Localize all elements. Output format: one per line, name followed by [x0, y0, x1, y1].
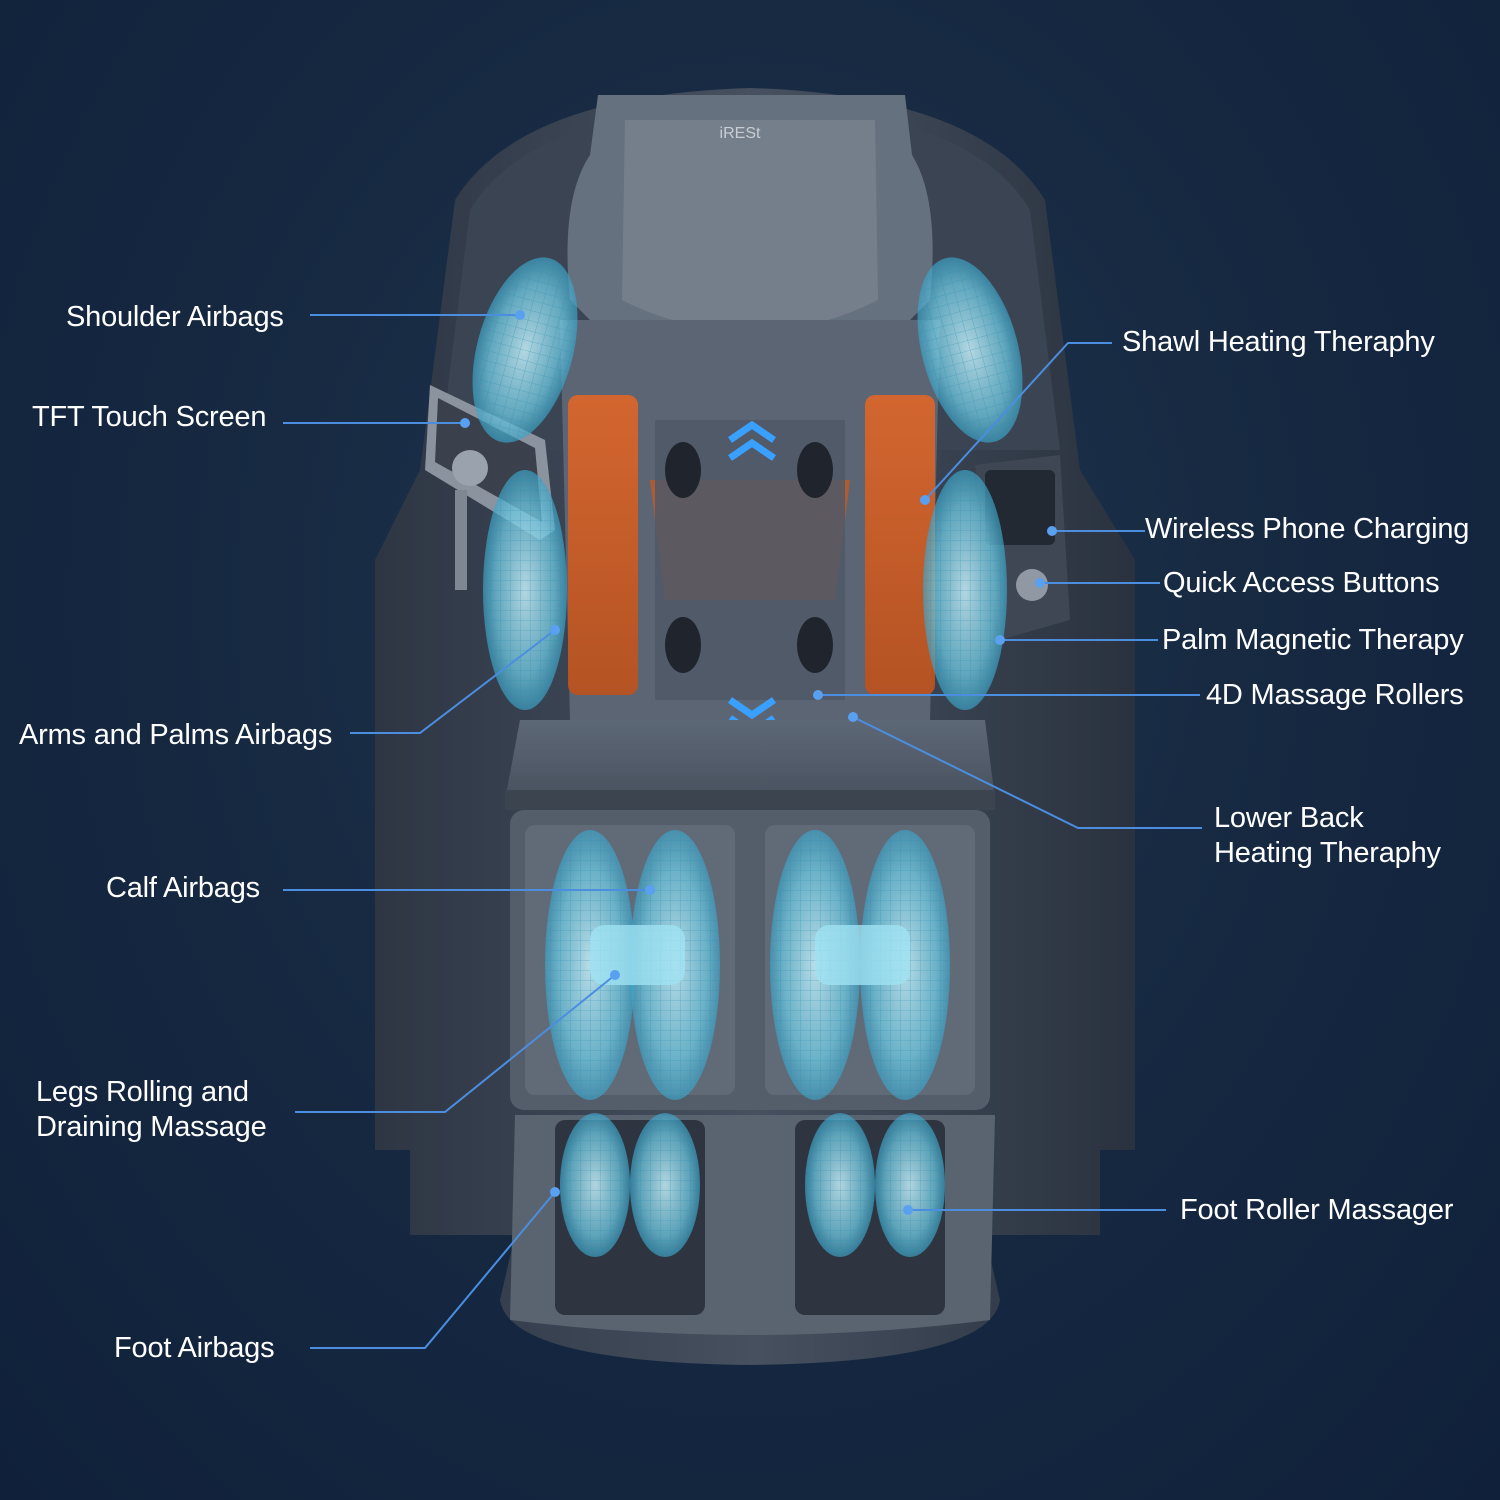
leader-shawl	[924, 342, 1112, 501]
wireless-charging-pad	[985, 470, 1055, 545]
heat-strip-right	[865, 395, 935, 695]
massage-rollers	[655, 420, 845, 738]
leg-roller-right	[815, 925, 910, 985]
label-tft-touch-screen: TFT Touch Screen	[32, 401, 267, 433]
arrow-up-icon	[728, 420, 776, 461]
seat	[505, 720, 995, 810]
label-lower-back-line2: Heating Theraphy	[1214, 837, 1441, 869]
leader-legs	[295, 974, 616, 1113]
leader-arms	[350, 629, 556, 734]
label-lower-back-line1: Lower Back	[1214, 802, 1364, 834]
label-foot-roller: Foot Roller Massager	[1180, 1194, 1454, 1226]
heat-strip-left	[568, 395, 638, 695]
leader-lower-back	[852, 716, 1202, 829]
label-shoulder-airbags: Shoulder Airbags	[66, 301, 284, 333]
label-shawl-heating: Shawl Heating Theraphy	[1122, 326, 1435, 358]
label-palm-magnetic: Palm Magnetic Therapy	[1162, 624, 1464, 656]
leader-dots	[460, 310, 1057, 1215]
label-quick-access: Quick Access Buttons	[1163, 567, 1440, 599]
label-arms-palms-airbags: Arms and Palms Airbags	[19, 719, 333, 751]
label-legs-rolling: Legs Rolling and Draining Massage	[36, 1075, 267, 1145]
label-legs-rolling-line1: Legs Rolling and	[36, 1076, 249, 1108]
label-lower-back-heating: Lower Back Heating Theraphy	[1214, 801, 1441, 871]
leg-roller-left	[590, 925, 685, 985]
label-wireless-charging: Wireless Phone Charging	[1145, 513, 1470, 545]
quick-access-buttons	[1016, 569, 1048, 601]
leader-lines	[283, 314, 1202, 1349]
airbags	[472, 257, 1023, 1257]
leader-foot-airbags	[310, 1191, 556, 1349]
label-foot-airbags: Foot Airbags	[114, 1332, 275, 1364]
brand-logo: iRESt	[720, 125, 761, 142]
label-calf-airbags: Calf Airbags	[106, 872, 260, 904]
label-4d-rollers: 4D Massage Rollers	[1206, 679, 1464, 711]
label-legs-rolling-line2: Draining Massage	[36, 1111, 267, 1143]
